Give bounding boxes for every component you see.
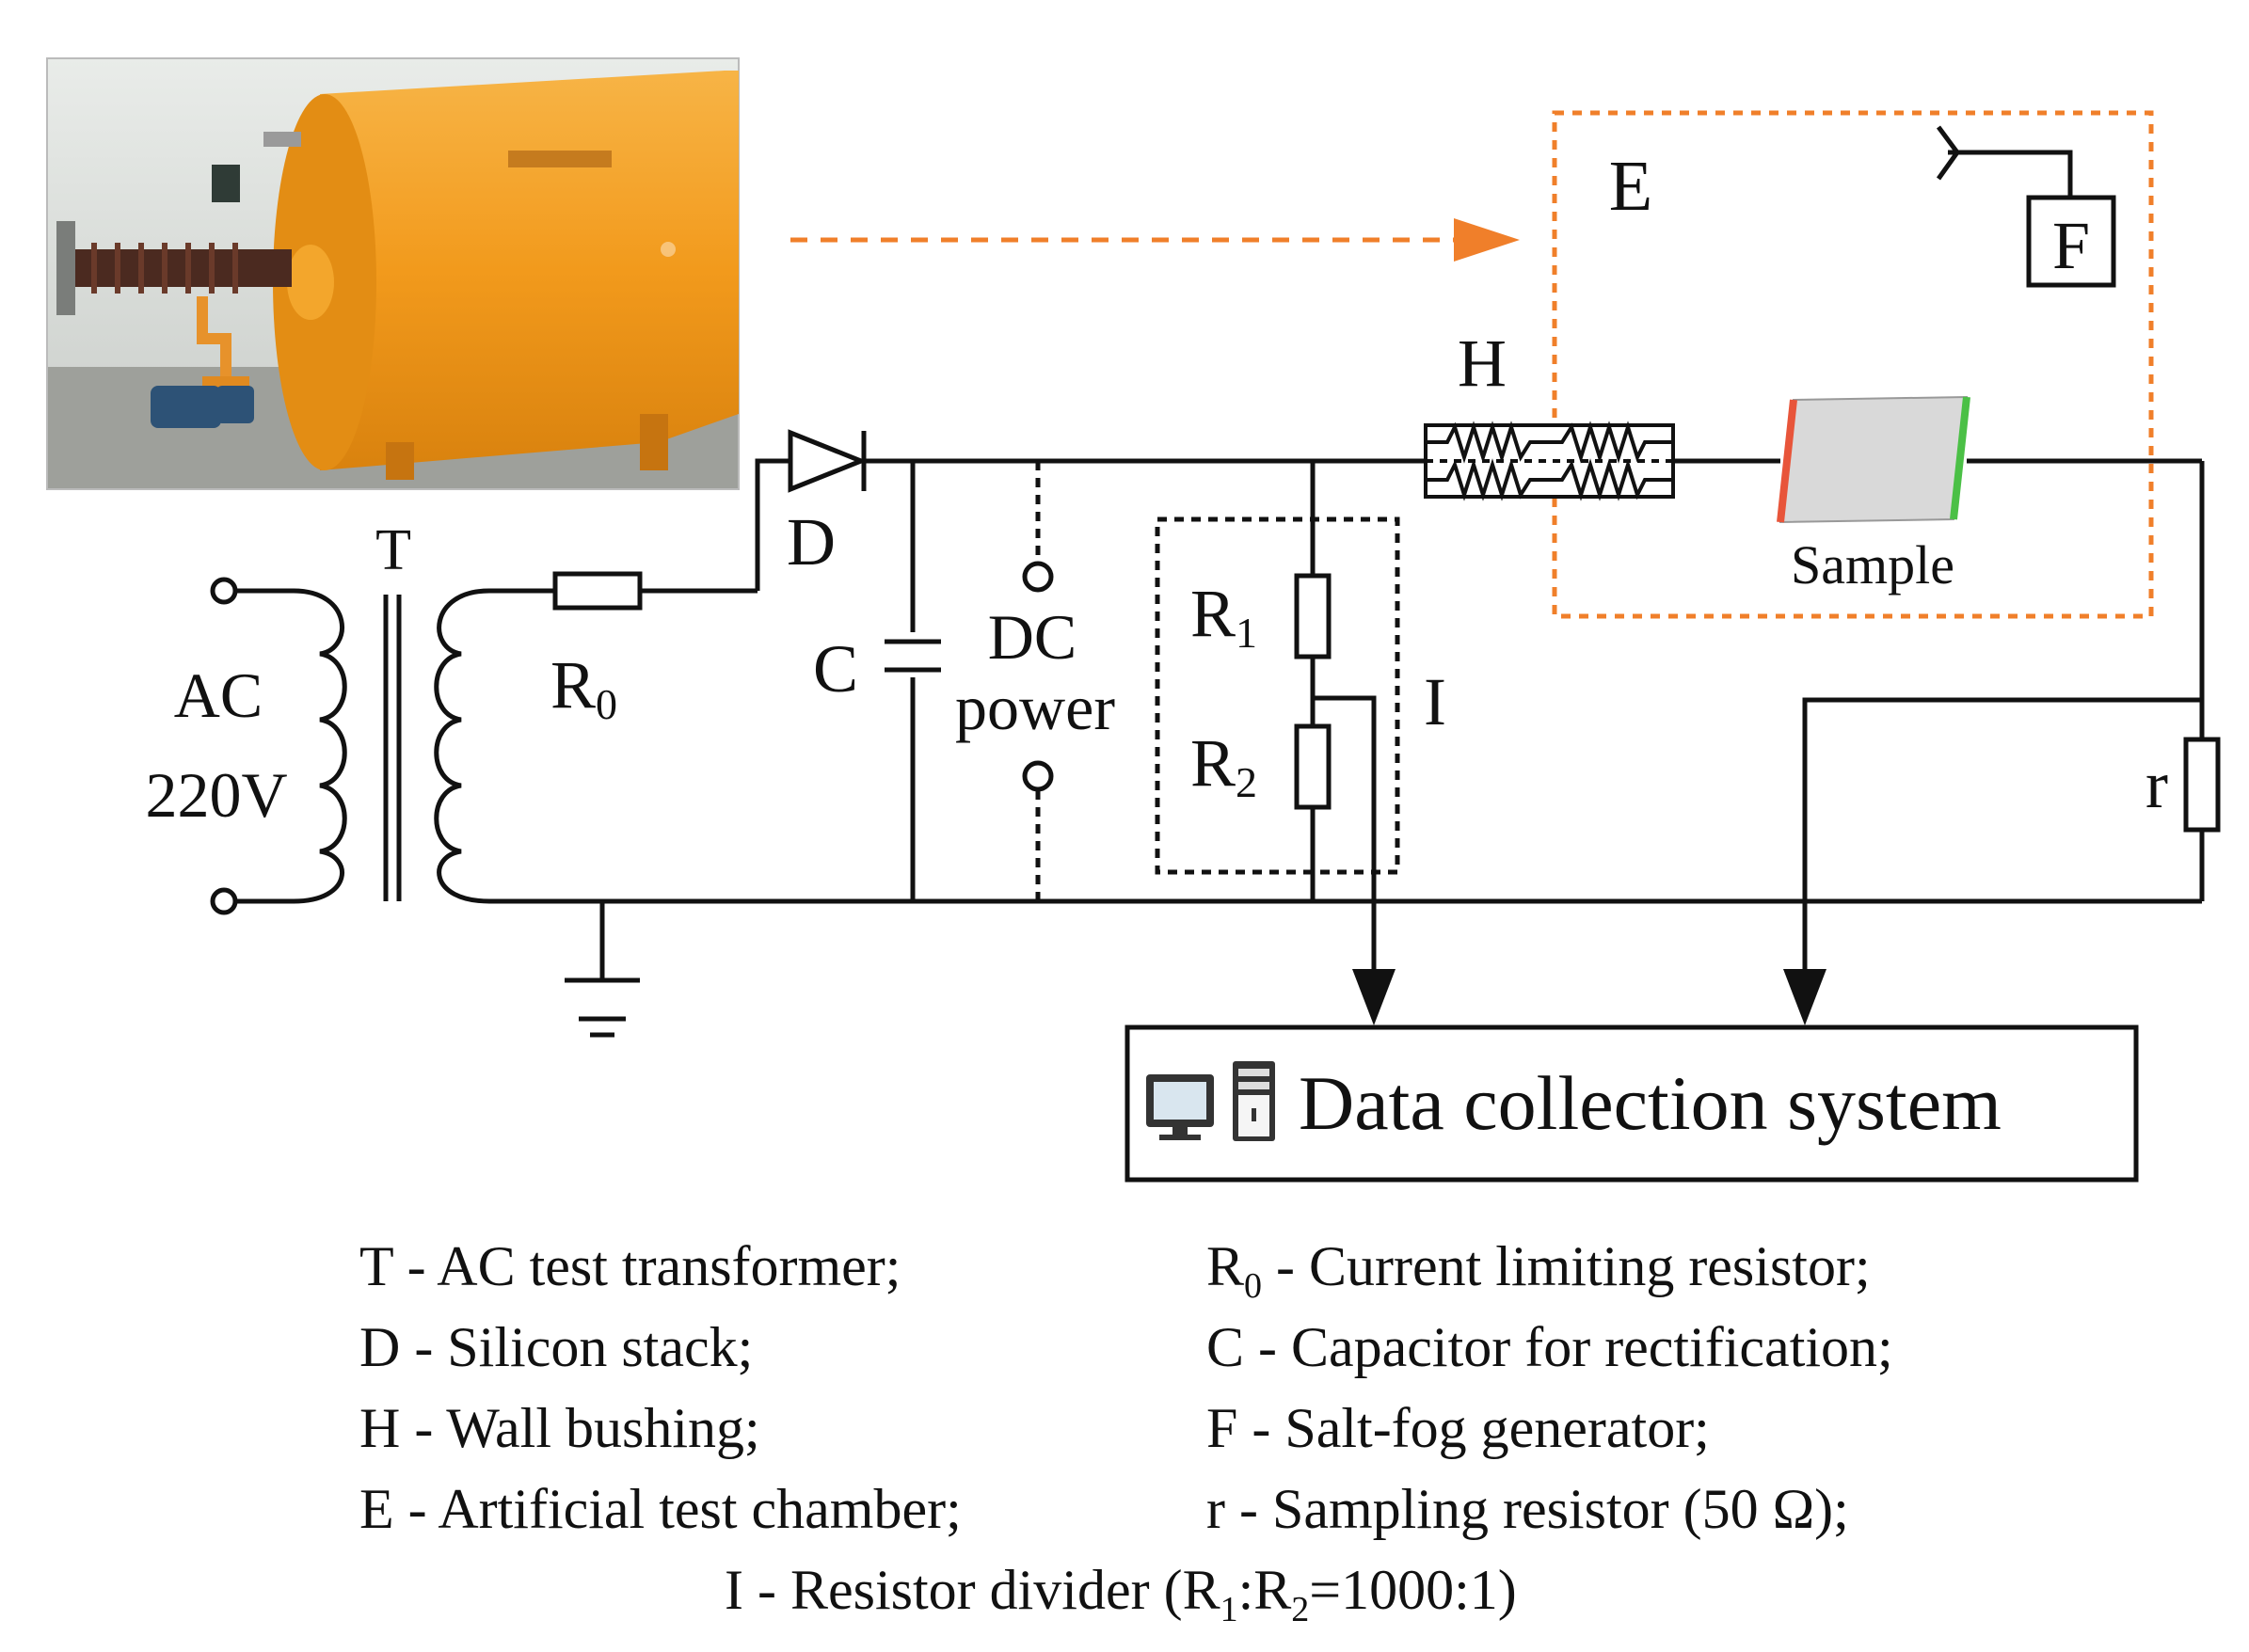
label-t: T <box>375 518 411 582</box>
label-r1: R1 <box>1190 576 1257 657</box>
label-r: r <box>2145 747 2168 822</box>
label-c: C <box>813 631 858 707</box>
legend-t: T - AC test transformer; <box>359 1235 901 1297</box>
computer-icon <box>1146 1061 1275 1141</box>
legend-c: C - Capacitor for rectification; <box>1206 1316 1893 1378</box>
resistor-r2 <box>1294 723 1332 810</box>
legend-i: I - Resistor divider (R1:R2=1000:1) <box>725 1559 1517 1629</box>
arrowhead-i <box>1352 969 1396 1025</box>
label-r0: R0 <box>550 647 617 728</box>
data-collection-box <box>1124 1025 2139 1183</box>
legend-f: F - Salt-fog generator; <box>1206 1397 1710 1459</box>
data-collection-label: Data collection system <box>1299 1060 2002 1146</box>
ground-icon <box>565 977 640 1038</box>
legend-r0: R0 - Current limiting resistor; <box>1206 1235 1871 1306</box>
label-power: power <box>955 672 1115 743</box>
label-sample: Sample <box>1791 534 1954 596</box>
capacitor-icon <box>885 632 941 677</box>
legend-r: r - Sampling resistor (50 Ω); <box>1206 1478 1849 1540</box>
photo-to-chamber-arrow <box>790 218 1520 262</box>
test-chamber-box <box>1552 110 2154 619</box>
arrowhead-r <box>1783 969 1826 1025</box>
wall-bushing <box>1424 421 1675 501</box>
legend-e: E - Artificial test chamber; <box>359 1478 962 1540</box>
dc-power-connection <box>1022 461 1054 901</box>
legend-h: H - Wall bushing; <box>359 1397 760 1459</box>
label-d: D <box>787 504 836 580</box>
label-r2: R2 <box>1190 725 1257 806</box>
transformer-icon <box>293 588 490 904</box>
label-e: E <box>1609 147 1652 226</box>
label-i: I <box>1424 664 1446 739</box>
sampling-resistor <box>2183 737 2221 833</box>
legend-d: D - Silicon stack; <box>359 1316 754 1378</box>
label-dc: DC <box>988 601 1077 673</box>
chamber-photo <box>46 57 740 490</box>
resistor-icon <box>552 571 643 611</box>
ac-source <box>210 577 294 915</box>
label-f: F <box>2052 208 2090 283</box>
salt-fog-generator <box>1936 125 2116 288</box>
diode-icon <box>788 429 868 493</box>
resistor-divider-box <box>1155 516 1400 875</box>
sample <box>1777 395 1970 524</box>
resistor-r1 <box>1294 573 1332 659</box>
label-220v: 220V <box>145 759 287 831</box>
label-ac: AC <box>174 659 263 731</box>
label-h: H <box>1458 326 1507 401</box>
